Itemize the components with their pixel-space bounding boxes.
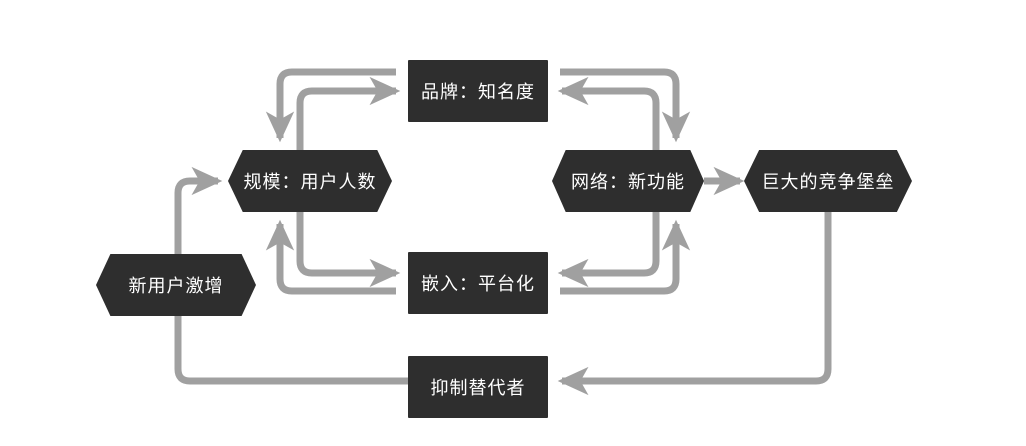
node-network-label: 网络：新功能 (571, 172, 685, 192)
node-moat[interactable]: 巨大的竞争堡垒 (744, 150, 912, 212)
node-suppress-label: 抑制替代者 (430, 378, 526, 398)
node-moat-label: 巨大的竞争堡垒 (761, 172, 895, 192)
node-embed[interactable]: 嵌入：平台化 (408, 252, 548, 314)
node-scale-label: 规模：用户人数 (243, 172, 377, 192)
edge-scale-to-brand (296, 76, 401, 150)
node-new-users-label: 新用户激增 (128, 276, 224, 296)
node-brand-label: 品牌：知名度 (421, 82, 535, 102)
edge-embed-to-network (560, 219, 691, 295)
edge-network-to-brand (557, 76, 660, 150)
node-suppress[interactable]: 抑制替代者 (408, 356, 548, 418)
edge-moat-to-suppress (557, 212, 832, 396)
node-scale[interactable]: 规模：用户人数 (228, 150, 392, 212)
edge-brand-to-scale (265, 68, 396, 143)
node-brand[interactable]: 品牌：知名度 (408, 60, 548, 122)
edge-network-to-embed (557, 212, 660, 288)
edge-scale-to-embed (296, 212, 401, 288)
edge-embed-to-scale (265, 219, 396, 295)
edge-brand-to-network (560, 68, 691, 143)
node-embed-label: 嵌入：平台化 (421, 274, 535, 294)
node-network[interactable]: 网络：新功能 (552, 150, 704, 212)
node-new-users[interactable]: 新用户激增 (96, 254, 256, 316)
